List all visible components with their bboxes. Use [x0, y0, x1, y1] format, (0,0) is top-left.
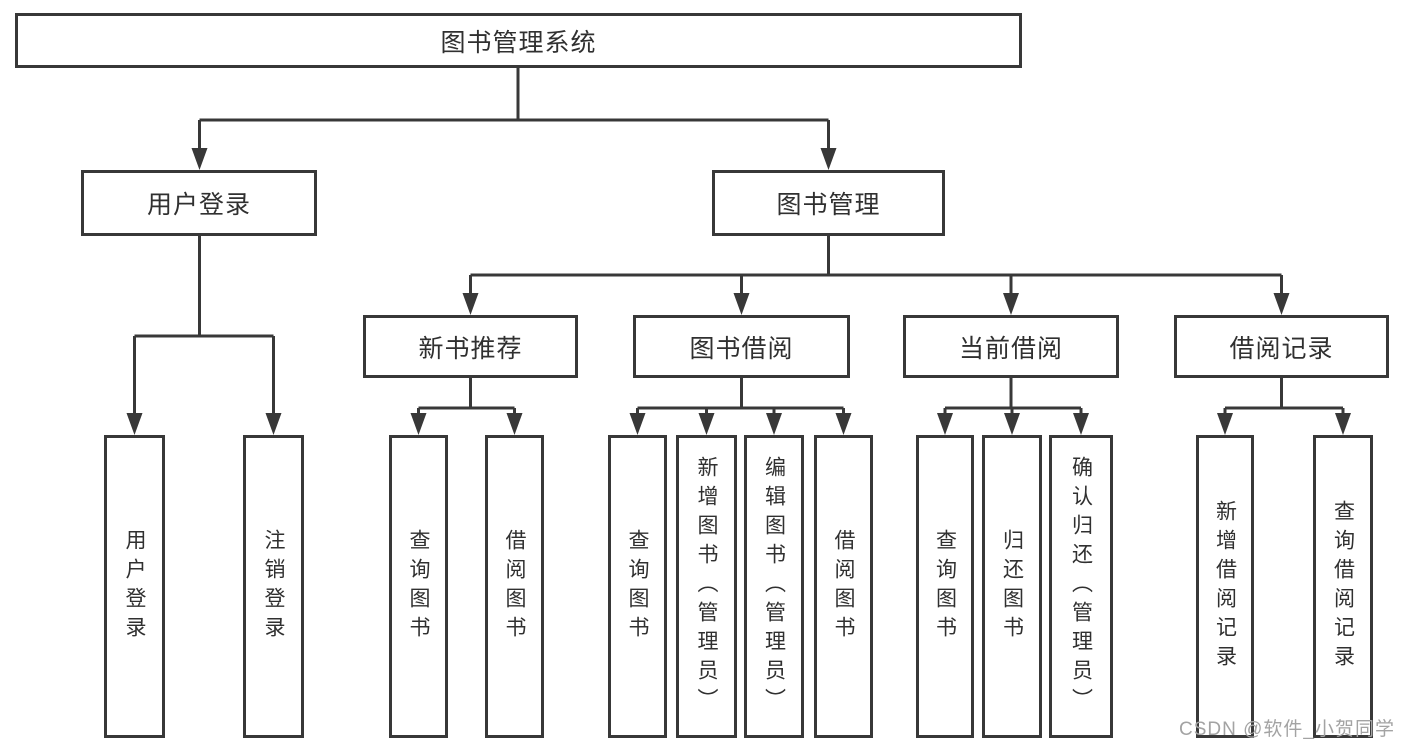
- leaf-query-books-newbook: 查询图书: [389, 435, 448, 738]
- node-book-borrowing-label: 图书借阅: [689, 334, 794, 363]
- arrow-down-icon: [1073, 413, 1089, 435]
- leaf-borrow-books-borrowing-label: 借阅图书: [832, 528, 855, 645]
- node-borrowing-records-label: 借阅记录: [1229, 334, 1334, 363]
- leaf-logout: 注销登录: [243, 435, 304, 738]
- node-current-borrowing-label: 当前借阅: [958, 334, 1063, 363]
- arrow-down-icon: [629, 413, 646, 435]
- arrow-down-icon: [937, 413, 953, 435]
- arrow-down-icon: [191, 148, 208, 170]
- leaf-logout-label: 注销登录: [262, 528, 285, 645]
- node-book-borrowing: 图书借阅: [633, 315, 850, 378]
- node-new-book-recommend-label: 新书推荐: [418, 334, 523, 363]
- connector-book-mgmt-children: [469, 236, 1283, 297]
- connector-current-borrow-children: [943, 378, 1083, 416]
- arrow-down-icon: [410, 413, 427, 435]
- arrow-down-icon: [766, 413, 782, 435]
- node-book-management-label: 图书管理: [776, 191, 881, 219]
- connector-root-to-level2: [198, 68, 830, 150]
- leaf-edit-books-admin-label: 编辑图书（管理员）: [762, 456, 786, 717]
- leaf-edit-books-admin: 编辑图书（管理员）: [744, 435, 804, 738]
- node-root-label: 图书管理系统: [440, 28, 597, 57]
- leaf-confirm-return-admin-label: 确认归还（管理员）: [1069, 456, 1093, 717]
- leaf-query-borrow-record: 查询借阅记录: [1313, 435, 1373, 738]
- arrow-down-icon: [126, 413, 143, 435]
- leaf-return-books-label: 归还图书: [1000, 528, 1024, 645]
- node-borrowing-records: 借阅记录: [1174, 315, 1389, 378]
- leaf-borrow-books-newbook-label: 借阅图书: [503, 528, 526, 645]
- node-current-borrowing: 当前借阅: [903, 315, 1119, 378]
- connector-book-borrow-children: [636, 378, 845, 416]
- node-user-login-label: 用户登录: [146, 191, 251, 219]
- node-book-management: 图书管理: [712, 170, 945, 236]
- leaf-query-books-borrowing-label: 查询图书: [626, 528, 649, 645]
- arrow-down-icon: [820, 148, 837, 170]
- leaf-add-books-admin-label: 新增图书（管理员）: [695, 456, 718, 717]
- arrow-down-icon: [1217, 413, 1233, 435]
- arrow-down-icon: [1004, 413, 1020, 435]
- connector-user-login-children: [133, 236, 275, 416]
- arrow-down-icon: [733, 293, 750, 315]
- leaf-query-books-newbook-label: 查询图书: [407, 528, 430, 645]
- arrow-down-icon: [506, 413, 523, 435]
- arrow-down-icon: [698, 413, 715, 435]
- connector-new-book-children: [417, 378, 516, 416]
- leaf-add-borrow-record-label: 新增借阅记录: [1213, 499, 1237, 674]
- leaf-query-books-borrowing: 查询图书: [608, 435, 667, 738]
- leaf-user-login: 用户登录: [104, 435, 165, 738]
- arrow-down-icon: [1335, 413, 1351, 435]
- leaf-borrow-books-borrowing: 借阅图书: [814, 435, 873, 738]
- leaf-add-borrow-record: 新增借阅记录: [1196, 435, 1254, 738]
- arrow-down-icon: [1003, 293, 1019, 315]
- csdn-watermark: CSDN @软件_小贺同学: [1179, 719, 1395, 740]
- arrow-down-icon: [1273, 293, 1290, 315]
- arrowheads: [126, 148, 1351, 435]
- leaf-query-borrow-record-label: 查询借阅记录: [1331, 499, 1355, 674]
- leaf-return-books: 归还图书: [982, 435, 1042, 738]
- leaf-confirm-return-admin: 确认归还（管理员）: [1049, 435, 1113, 738]
- node-user-login: 用户登录: [81, 170, 317, 236]
- leaf-query-books-current-label: 查询图书: [933, 528, 957, 645]
- node-root: 图书管理系统: [15, 13, 1022, 68]
- connector-borrow-record-children: [1223, 378, 1345, 416]
- node-new-book-recommend: 新书推荐: [363, 315, 578, 378]
- leaf-borrow-books-newbook: 借阅图书: [485, 435, 544, 738]
- arrow-down-icon: [265, 413, 282, 435]
- arrow-down-icon: [462, 293, 479, 315]
- leaf-query-books-current: 查询图书: [916, 435, 974, 738]
- arrow-down-icon: [835, 413, 852, 435]
- leaf-user-login-label: 用户登录: [123, 528, 146, 645]
- leaf-add-books-admin: 新增图书（管理员）: [676, 435, 737, 738]
